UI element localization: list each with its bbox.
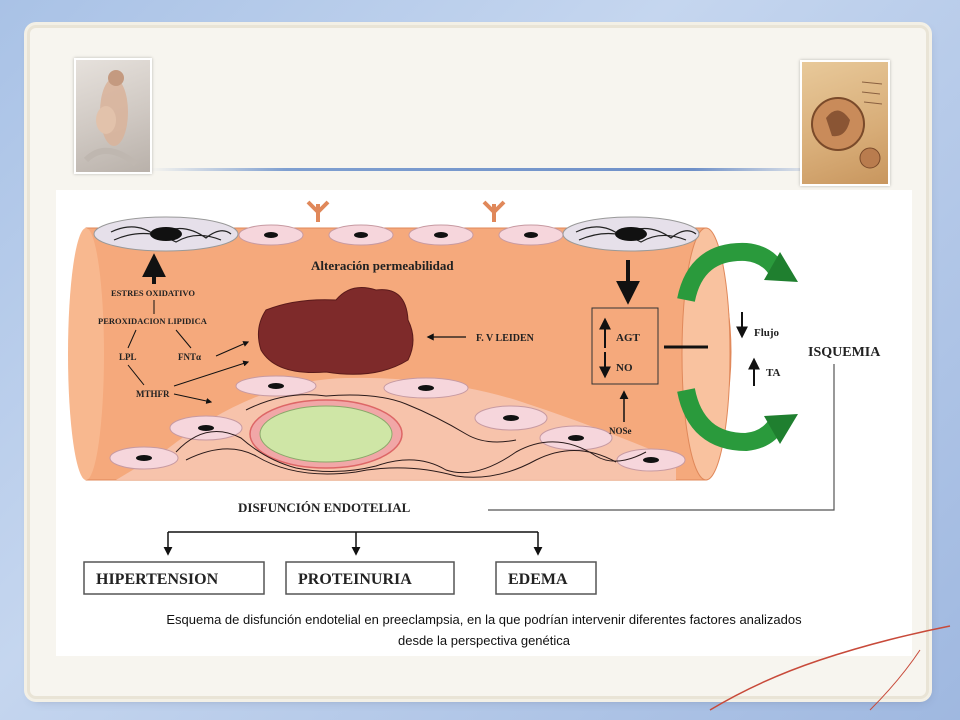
label-proteinuria: PROTEINURIA [298,571,412,588]
ischemia-connector [488,364,835,511]
photo-pregnant-woman [74,58,152,174]
oxidative-pathway: ESTRES OXIDATIVO PEROXIDACION LIPIDICA L… [98,253,250,404]
outcome-tree [163,531,543,556]
bottom-endothelial-layer [109,375,686,480]
label-edema: EDEMA [508,571,568,588]
photo-fetus-drawing [800,60,890,186]
agt-no-box [591,307,659,385]
label-no: NO [616,362,633,374]
label-ischemia: ISQUEMIA [808,345,881,360]
label-fnt: FNTα [178,352,201,362]
header-divider [150,168,830,171]
thrombus [257,287,414,375]
top-endothelial-layer [93,216,700,252]
label-nos: NOSe [609,426,632,436]
permeability-arrows [306,200,506,222]
label-permeability: Alteración permeabilidad [311,258,454,273]
label-ta: TA [766,367,781,379]
caption-line-1: Esquema de disfunción endotelial en pree… [166,612,802,627]
label-hypertension: HIPERTENSION [96,571,219,588]
outcome-edema: EDEMA [495,561,597,595]
label-agt: AGT [616,332,641,344]
outcome-hypertension: HIPERTENSION [83,561,265,595]
label-fv-leiden: F. V LEIDEN [476,333,535,344]
outcome-proteinuria: PROTEINURIA [285,561,455,595]
label-oxidative-stress: ESTRES OXIDATIVO [111,288,195,298]
label-lipid-peroxidation: PEROXIDACION LIPIDICA [98,316,208,326]
endothelial-dysfunction-figure: Alteración permeabilidad ESTRES OXIDATIV… [56,190,912,656]
label-flujo: Flujo [754,327,780,339]
label-endothelial-dysfunction: DISFUNCIÓN ENDOTELIAL [238,500,411,515]
caption-line-2: desde la perspectiva genética [397,633,570,648]
label-lpl: LPL [119,352,137,362]
decorative-ribbon [709,625,951,711]
flow-arrows [677,242,798,452]
label-mthfr: MTHFR [136,389,170,399]
